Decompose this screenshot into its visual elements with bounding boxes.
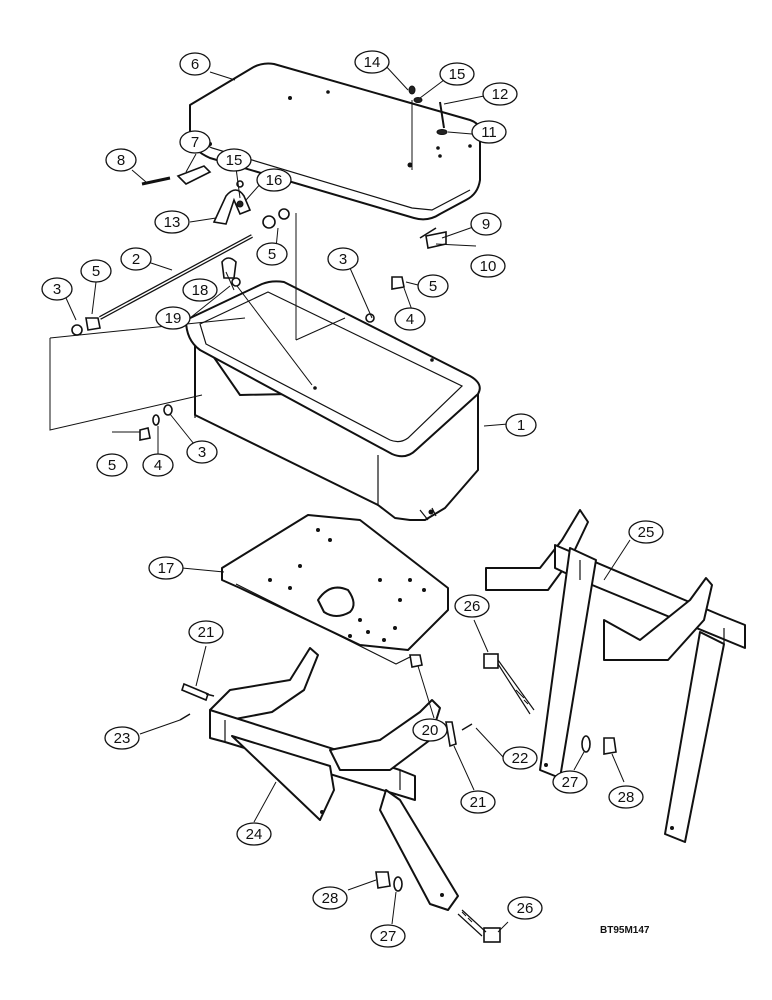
callout-balloon: 28 — [608, 785, 644, 809]
mounting-plate-part — [221, 514, 449, 665]
callout-balloon: 27 — [552, 770, 588, 794]
svg-text:5: 5 — [429, 278, 437, 295]
callout-balloon: 18 — [182, 278, 218, 302]
callout-balloon: 24 — [236, 822, 272, 846]
svg-text:5: 5 — [92, 263, 100, 280]
svg-text:7: 7 — [191, 134, 199, 151]
svg-text:23: 23 — [114, 730, 131, 747]
callout-balloon: 20 — [412, 718, 448, 742]
front-bracket-part — [209, 647, 459, 911]
svg-text:5: 5 — [108, 457, 116, 474]
svg-text:26: 26 — [464, 598, 481, 615]
box-part — [185, 280, 481, 521]
svg-text:3: 3 — [198, 444, 206, 461]
callout-balloon: 4 — [394, 307, 426, 331]
svg-text:15: 15 — [449, 66, 466, 83]
callout-balloon: 5 — [417, 274, 449, 298]
rear-bracket-part — [485, 509, 746, 843]
callout-balloon: 15 — [439, 62, 475, 86]
callout-balloon: 3 — [186, 440, 218, 464]
callout-balloon: 5 — [256, 242, 288, 266]
callout-balloon: 21 — [188, 620, 224, 644]
svg-text:2: 2 — [132, 251, 140, 268]
svg-text:19: 19 — [165, 310, 182, 327]
svg-text:14: 14 — [364, 54, 381, 71]
svg-text:28: 28 — [618, 789, 635, 806]
callout-balloon: 23 — [104, 726, 140, 750]
svg-text:27: 27 — [562, 774, 579, 791]
callout-leader-lines — [65, 63, 631, 933]
svg-text:21: 21 — [470, 794, 487, 811]
svg-text:25: 25 — [638, 524, 655, 541]
svg-text:11: 11 — [481, 124, 497, 141]
svg-text:8: 8 — [117, 152, 125, 169]
assembly-reference-lines — [49, 100, 413, 431]
callout-balloon: 14 — [354, 50, 390, 74]
callout-balloon: 28 — [312, 886, 348, 910]
callout-balloon: 3 — [327, 247, 359, 271]
svg-text:17: 17 — [158, 560, 175, 577]
svg-text:5: 5 — [268, 246, 276, 263]
callout-balloon: 11 — [471, 120, 507, 144]
callout-balloon: 21 — [460, 790, 496, 814]
svg-text:13: 13 — [164, 214, 181, 231]
callout-balloon: 15 — [216, 148, 252, 172]
svg-text:12: 12 — [492, 86, 509, 103]
drawing-code: BT95M147 — [600, 925, 650, 936]
callout-balloon: 2 — [120, 247, 152, 271]
callout-balloon: 3 — [41, 277, 73, 301]
callout-balloon: 5 — [96, 453, 128, 477]
svg-text:4: 4 — [154, 457, 162, 474]
callout-balloon: 10 — [470, 254, 506, 278]
callout-balloon: 5 — [80, 259, 112, 283]
callout-balloon: 16 — [256, 168, 292, 192]
svg-text:1: 1 — [517, 417, 525, 434]
svg-text:24: 24 — [246, 826, 263, 843]
svg-text:26: 26 — [517, 900, 534, 917]
callout-balloon: 4 — [142, 453, 174, 477]
svg-text:4: 4 — [406, 311, 414, 328]
callout-balloon: 17 — [148, 556, 184, 580]
svg-text:15: 15 — [226, 152, 243, 169]
svg-text:18: 18 — [192, 282, 209, 299]
svg-text:6: 6 — [191, 56, 199, 73]
svg-text:16: 16 — [266, 172, 283, 189]
svg-text:21: 21 — [198, 624, 215, 641]
svg-text:10: 10 — [480, 258, 497, 275]
callout-balloon: 19 — [155, 306, 191, 330]
svg-text:3: 3 — [53, 281, 61, 298]
callout-balloon: 1 — [505, 413, 537, 437]
callout-balloon: 26 — [507, 896, 543, 920]
svg-text:27: 27 — [380, 928, 397, 945]
callout-balloon: 7 — [179, 130, 211, 154]
callout-balloon: 26 — [454, 594, 490, 618]
callout-balloon: 6 — [179, 52, 211, 76]
svg-text:22: 22 — [512, 750, 529, 767]
svg-text:3: 3 — [339, 251, 347, 268]
callout-balloon: 12 — [482, 82, 518, 106]
callout-balloon: 8 — [105, 148, 137, 172]
svg-text:28: 28 — [322, 890, 339, 907]
callout-balloons: 1 2 3 3 3 4 4 5 5 5 5 6 7 8 9 10 11 12 1… — [41, 50, 664, 948]
callout-balloon: 13 — [154, 210, 190, 234]
hardware-items — [71, 85, 617, 943]
callout-balloon: 9 — [470, 212, 502, 236]
svg-text:20: 20 — [422, 722, 439, 739]
callout-balloon: 22 — [502, 746, 538, 770]
callout-balloon: 25 — [628, 520, 664, 544]
callout-balloon: 27 — [370, 924, 406, 948]
svg-text:9: 9 — [482, 216, 490, 233]
